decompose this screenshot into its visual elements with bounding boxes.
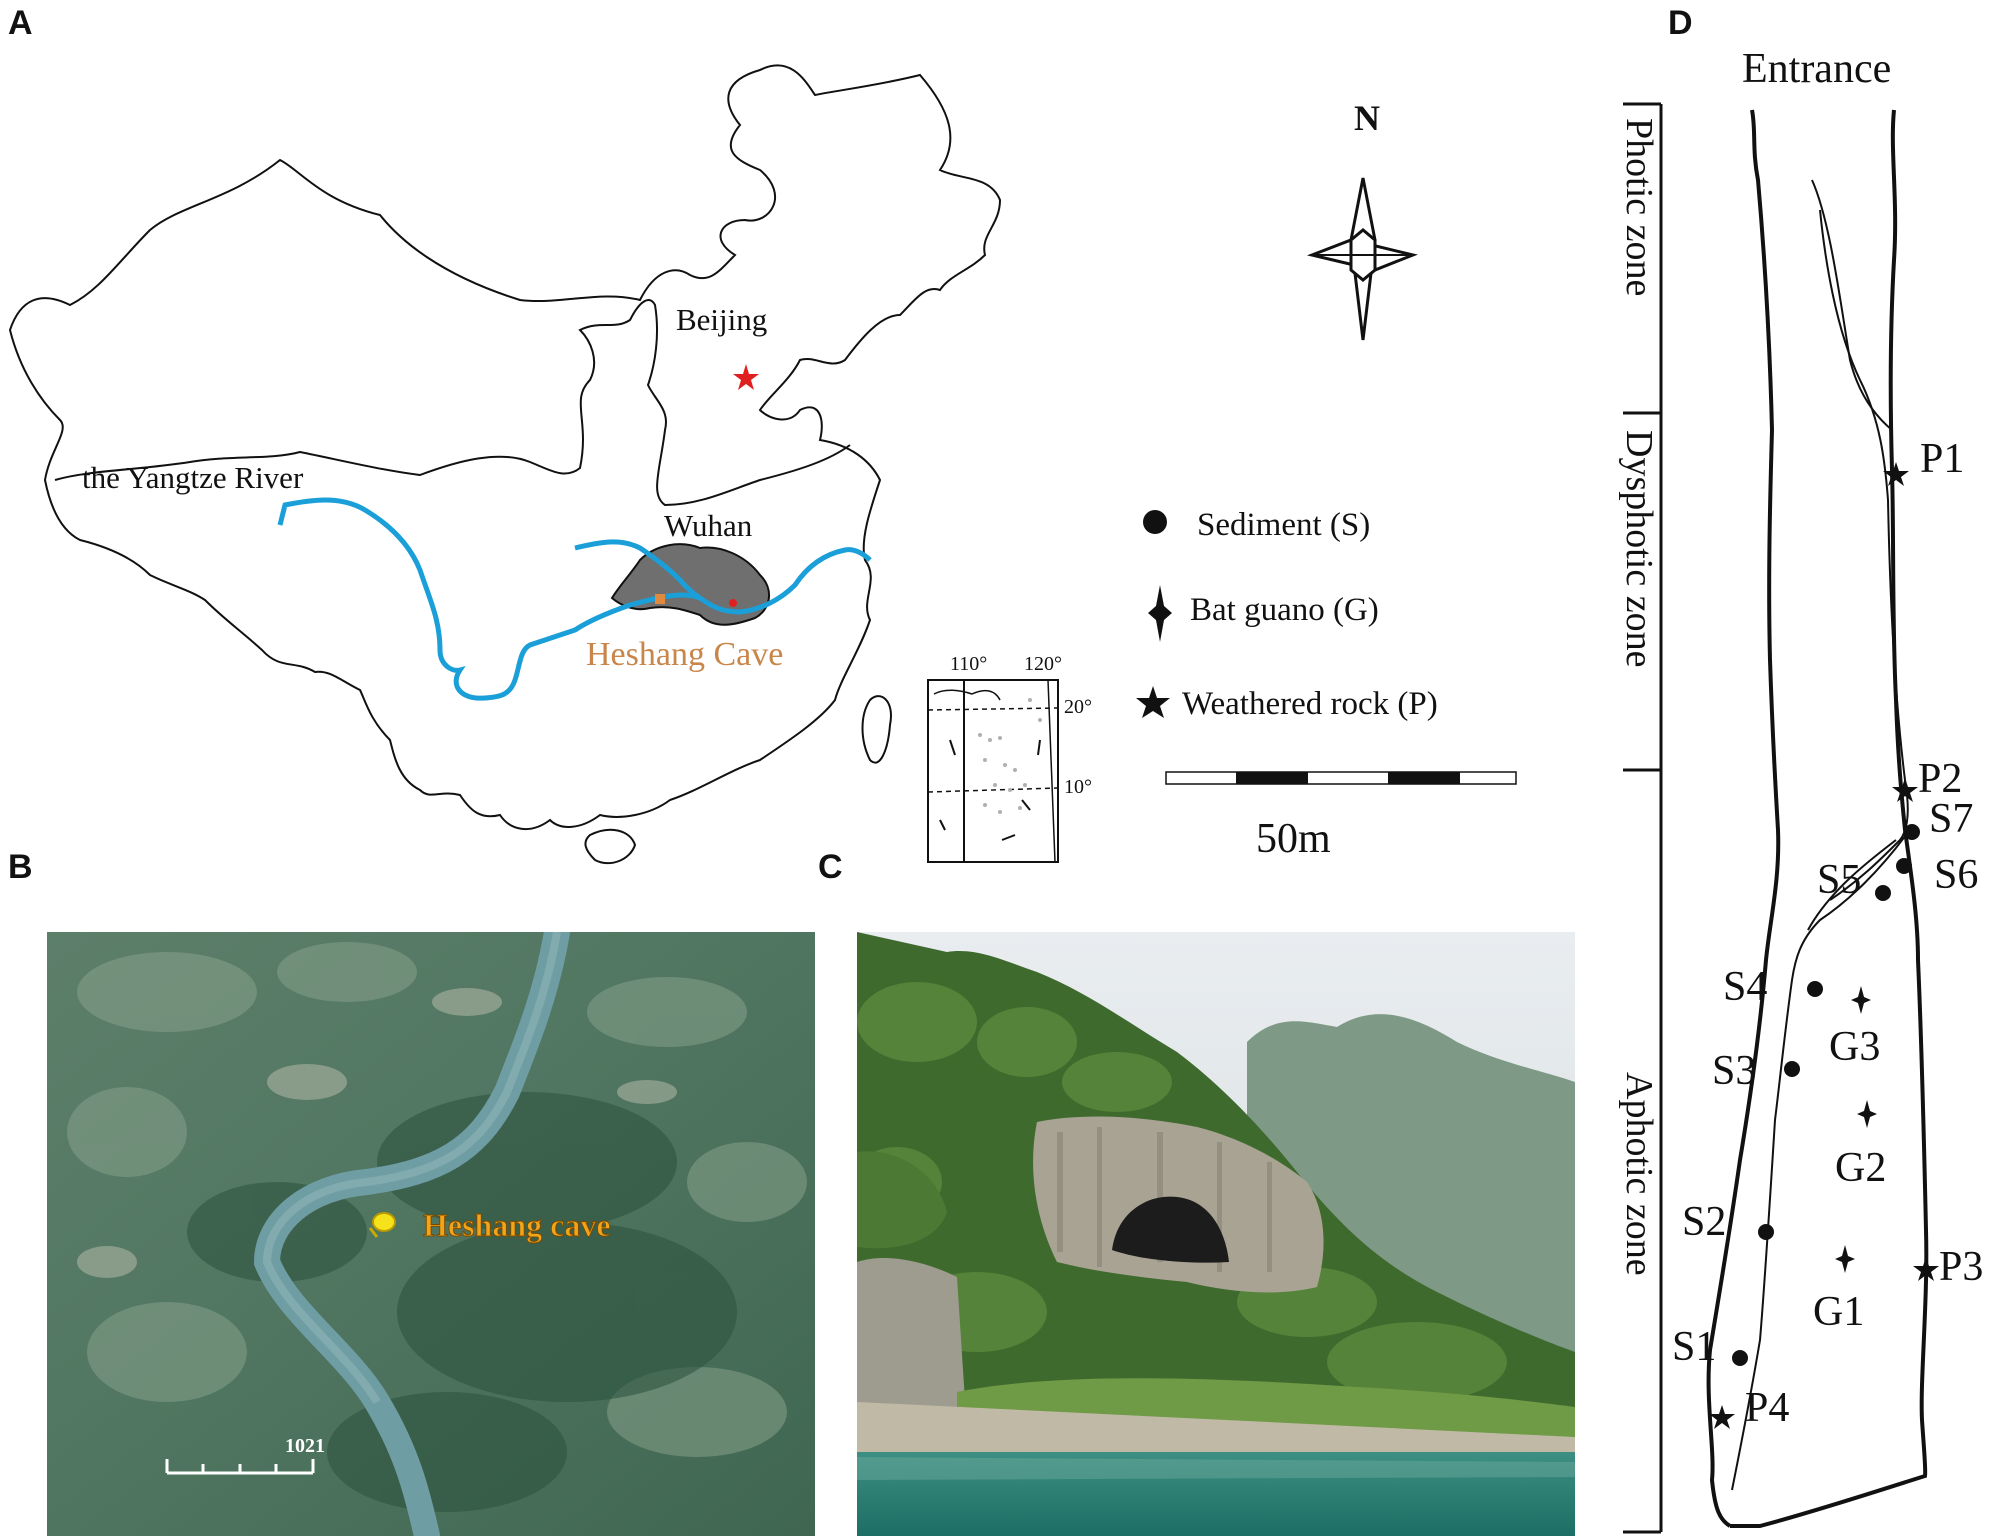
beijing-label: Beijing [676, 302, 767, 337]
label-g3: G3 [1829, 1024, 1880, 1070]
panel-label-b: B [8, 848, 33, 886]
wuhan-marker [729, 599, 737, 607]
internal-boundary [54, 299, 851, 507]
label-s5: S5 [1817, 857, 1861, 903]
cave-opening [1112, 1196, 1229, 1263]
rock-p2 [1892, 778, 1918, 802]
sediment-s3 [1784, 1061, 1800, 1077]
inset-lat-20: 20° [1064, 696, 1092, 718]
guano-g1 [1835, 1245, 1855, 1273]
sediment-s6 [1896, 858, 1912, 874]
label-p1: P1 [1920, 436, 1964, 482]
label-p3: P3 [1939, 1244, 1983, 1290]
yangtze-label: the Yangtze River [82, 460, 304, 495]
rock-p1 [1883, 462, 1909, 486]
sediment-s7 [1904, 824, 1920, 840]
guano-g3 [1851, 986, 1871, 1014]
label-p4: P4 [1745, 1385, 1789, 1431]
inner-passage-line-c [1731, 834, 1907, 1491]
scale-bar [1165, 771, 1517, 785]
north-arrow-icon [1306, 177, 1418, 341]
sediment-s5 [1875, 885, 1891, 901]
sediment-points [1732, 824, 1920, 1366]
zone-dysphotic: Dysphotic zone [1618, 430, 1660, 667]
label-g2: G2 [1835, 1145, 1886, 1191]
inset-lon-110: 110° [950, 653, 987, 675]
label-s6: S6 [1934, 852, 1978, 898]
legend-rock-label: Weathered rock (P) [1182, 686, 1438, 722]
guano-points [1835, 986, 1877, 1273]
guano-g2 [1857, 1100, 1877, 1128]
label-s4: S4 [1723, 964, 1767, 1010]
panel-label-a: A [8, 4, 33, 42]
location-pin-icon [368, 1212, 396, 1238]
china-map: the Yangtze River Beijing Wuhan Heshang … [8, 64, 1517, 865]
legend-guano-icon [1148, 585, 1172, 642]
panel-label-d: D [1668, 4, 1693, 42]
panel-label-c: C [818, 848, 843, 886]
north-label: N [1354, 98, 1380, 138]
yangtze-tributary [574, 539, 702, 601]
china-outline [8, 64, 1002, 830]
label-s2: S2 [1682, 1199, 1726, 1245]
sediment-s1 [1732, 1350, 1748, 1366]
label-s1: S1 [1672, 1324, 1716, 1370]
label-s3: S3 [1712, 1048, 1756, 1094]
label-g1: G1 [1813, 1289, 1864, 1335]
inner-passage-line-a [1811, 179, 1893, 431]
scale-label: 50m [1256, 816, 1331, 862]
heshang-cave-pin-label: Heshang cave [423, 1207, 611, 1243]
heshang-cave-marker [655, 594, 665, 604]
cave-right-wall [1730, 109, 1929, 1528]
satellite-image: Heshang cave 1021 [47, 932, 815, 1536]
cave-plan: Entrance Photic zone Dysphotic zone Apho… [1618, 46, 1983, 1534]
entrance-label: Entrance [1742, 46, 1891, 92]
south-china-sea-inset [927, 679, 1059, 863]
legend-guano-label: Bat guano (G) [1190, 592, 1379, 628]
inner-passage-line-d [1807, 839, 1897, 931]
wuhan-label: Wuhan [664, 508, 753, 543]
rock-points [1709, 462, 1939, 1429]
inset-lon-120: 120° [1024, 653, 1062, 675]
sediment-s4 [1807, 981, 1823, 997]
legend-sediment-label: Sediment (S) [1197, 507, 1370, 543]
cave-photograph [857, 932, 1575, 1536]
satellite-scale-value: 1021 [285, 1435, 325, 1457]
inset-lat-10: 10° [1064, 776, 1092, 798]
rock-p4 [1709, 1405, 1735, 1429]
rock-p3 [1913, 1257, 1939, 1281]
yangtze-river [277, 497, 872, 701]
label-p2: P2 [1918, 756, 1962, 802]
zone-bracket [1623, 102, 1663, 1534]
cave-left-wall [1706, 109, 1781, 1528]
label-s7: S7 [1929, 796, 1973, 842]
inner-passage-line-b [1819, 209, 1909, 901]
satellite-terrain: Heshang cave 1021 [47, 932, 815, 1536]
taiwan-outline [861, 695, 892, 764]
sediment-s2 [1758, 1224, 1774, 1240]
satellite-scale-bar [165, 1459, 315, 1475]
zone-photic: Photic zone [1618, 118, 1660, 296]
legend-sediment-icon [1143, 510, 1167, 534]
heshang-cave-label: Heshang Cave [586, 636, 783, 673]
legend-rock-icon [1136, 686, 1170, 718]
zone-aphotic: Aphotic zone [1618, 1072, 1660, 1276]
hainan-outline [584, 828, 637, 865]
beijing-star-icon [733, 364, 759, 390]
